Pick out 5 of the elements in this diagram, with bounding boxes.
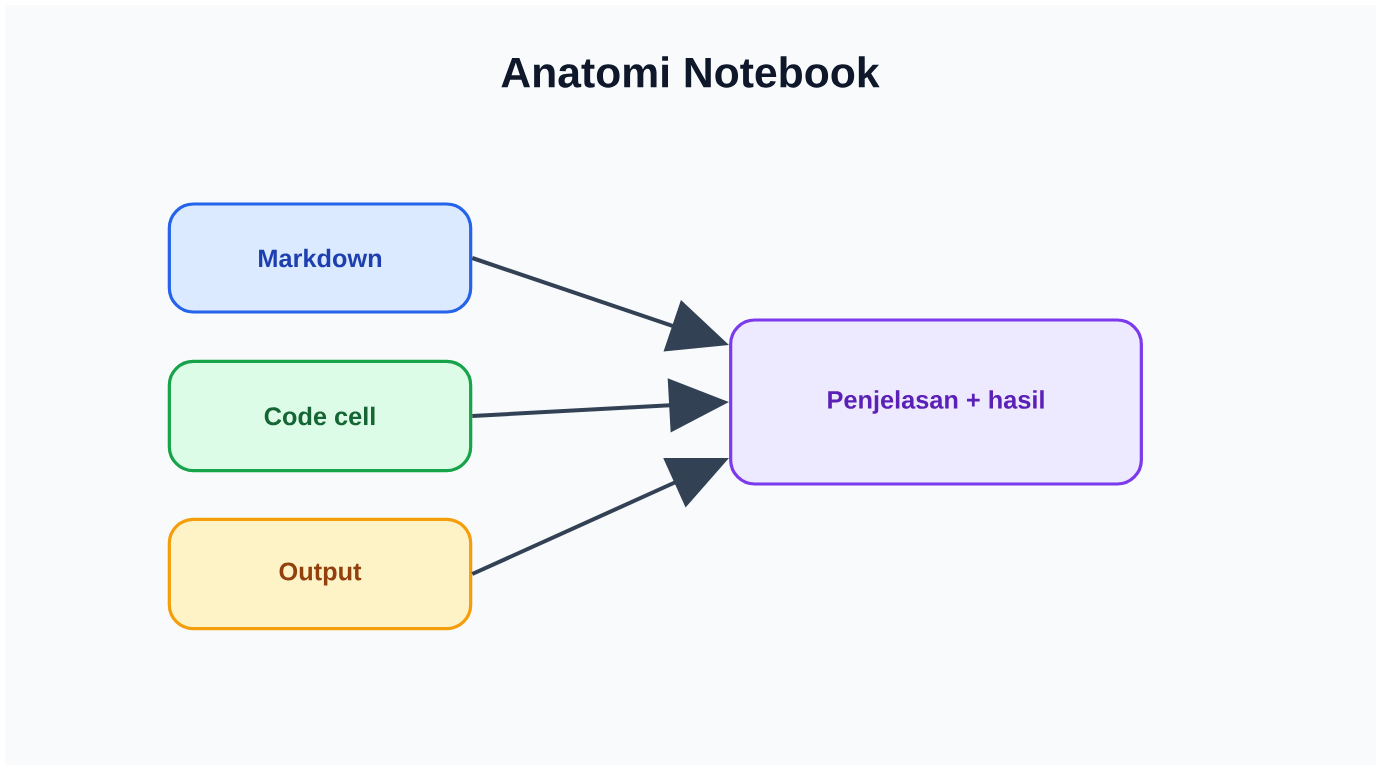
title: Anatomi Notebook <box>501 56 880 88</box>
process-box: Markdown <box>167 202 473 314</box>
process-box: Penjelasan + hasil <box>729 318 1143 486</box>
process-box: Code cell <box>167 359 473 473</box>
process-box: Output <box>167 517 473 631</box>
